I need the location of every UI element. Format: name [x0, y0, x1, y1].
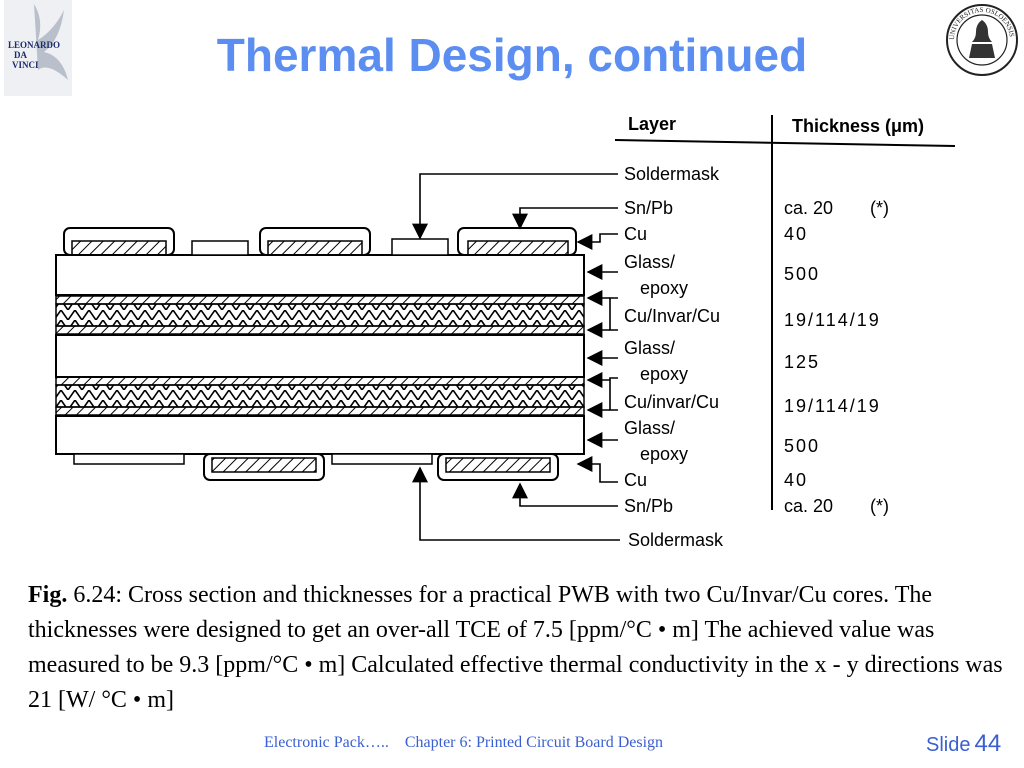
- page-title: Thermal Design, continued: [216, 29, 808, 81]
- caption-text: 6.24: Cross section and thicknesses for …: [28, 582, 1003, 713]
- slide-label: Slide: [926, 734, 971, 756]
- top-pads: [63, 227, 577, 256]
- thickness-glass-1: 500: [784, 264, 820, 284]
- thickness-snpb-top: ca. 20: [784, 198, 833, 218]
- thickness-cu-top: 40: [784, 224, 808, 244]
- note-snpb-bottom: (*): [870, 496, 889, 516]
- figure-caption: Fig. 6.24: Cross section and thicknesses…: [28, 578, 1003, 718]
- logo-text-line-3: VINCI: [12, 60, 39, 70]
- bottom-pads: [73, 453, 559, 481]
- label-cuinvarcu-2: Cu/invar/Cu: [624, 392, 719, 412]
- thickness-glass-3: 500: [784, 436, 820, 456]
- thickness-glass-2: 125: [784, 352, 820, 372]
- logo-text-line-1: LEONARDO: [8, 40, 60, 50]
- header-layer: Layer: [628, 114, 676, 134]
- label-glass-2a: Glass/: [624, 338, 675, 358]
- board-stack: [55, 254, 585, 455]
- label-glass-1a: Glass/: [624, 252, 675, 272]
- thickness-cuinvarcu-1: 19/114/19: [784, 310, 881, 330]
- label-snpb-top: Sn/Pb: [624, 198, 673, 218]
- label-glass-3b: epoxy: [640, 444, 688, 464]
- footer-chapter: Chapter 6: Printed Circuit Board Design: [404, 734, 664, 751]
- header-thickness: Thickness (μm): [792, 116, 924, 136]
- label-snpb-bottom: Sn/Pb: [624, 496, 673, 516]
- label-glass-2b: epoxy: [640, 364, 688, 384]
- leonardo-logo-icon: LEONARDO DA VINCI: [4, 0, 72, 96]
- logo-text-line-2: DA: [14, 50, 27, 60]
- layer-labels: Soldermask Sn/Pb Cu Glass/ epoxy Cu/Inva…: [624, 164, 724, 550]
- university-seal-icon: UNIVERSITAS OSLOENSIS MDCCCXI: [941, 0, 1020, 78]
- thickness-snpb-bottom: ca. 20: [784, 496, 833, 516]
- label-soldermask-bottom: Soldermask: [628, 530, 724, 550]
- thickness-cu-bottom: 40: [784, 470, 808, 490]
- label-cu-top: Cu: [624, 224, 647, 244]
- caption-label: Fig.: [28, 582, 68, 608]
- footer: Electronic Pack….. Chapter 6: Printed Ci…: [264, 734, 663, 752]
- slide-number-value: 44: [974, 730, 1002, 757]
- thickness-values: ca. 20 (*) 40 500 19/114/19 125 19/114/1…: [784, 198, 889, 516]
- label-cu-bottom: Cu: [624, 470, 647, 490]
- leader-arrows: [412, 173, 620, 541]
- thickness-cuinvarcu-2: 19/114/19: [784, 396, 881, 416]
- note-snpb-top: (*): [870, 198, 889, 218]
- pwb-cross-section-diagram: Layer Thickness (μm) Soldermask Sn/Pb Cu…: [40, 100, 980, 560]
- label-glass-1b: epoxy: [640, 278, 688, 298]
- label-cuinvarcu-1: Cu/Invar/Cu: [624, 306, 720, 326]
- label-glass-3a: Glass/: [624, 418, 675, 438]
- label-soldermask-top: Soldermask: [624, 164, 720, 184]
- footer-course: Electronic Pack…..: [264, 734, 389, 751]
